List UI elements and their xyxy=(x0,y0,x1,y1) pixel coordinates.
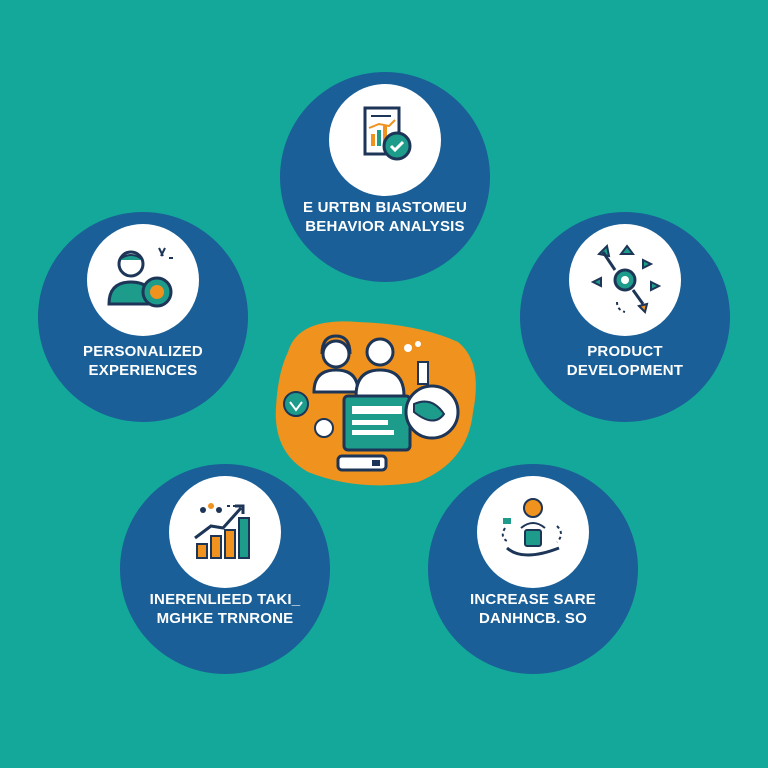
node-label: PRODUCT DEVELOPMENT xyxy=(530,342,720,380)
icon-disc xyxy=(329,84,441,196)
label-line-1: PERSONALIZED xyxy=(83,343,203,360)
label-line-1: PRODUCT xyxy=(587,343,663,360)
icon-disc xyxy=(477,476,589,588)
node-product-development: PRODUCT DEVELOPMENT xyxy=(520,212,730,422)
label-line-2: MGHKE TRNRONE xyxy=(156,610,294,627)
node-label: INCREASE SARE DANHNCB. SO xyxy=(438,590,628,628)
person-badge-icon xyxy=(107,247,173,308)
icon-disc xyxy=(569,224,681,336)
node-label: E URTBN BIASTOMEU BEHAVIOR ANALYSIS xyxy=(290,198,480,236)
node-label: INERENLIEED TAKI_ MGHKE TRNRONE xyxy=(130,590,320,628)
central-hub xyxy=(268,312,480,490)
arrows-network-icon xyxy=(590,243,662,314)
label-line-2: DEVELOPMENT xyxy=(566,362,684,379)
node-personalized-experiences: PERSONALIZED EXPERIENCES xyxy=(38,212,248,422)
label-line-2: EXPERIENCES xyxy=(88,362,198,379)
person-hand-icon xyxy=(501,498,562,557)
label-line-1: INERENLIEED TAKI_ xyxy=(149,591,301,608)
label-line-1: INCREASE SARE xyxy=(470,591,596,608)
label-line-2: DANHNCB. SO xyxy=(478,610,588,627)
label-line-2: BEHAVIOR ANALYSIS xyxy=(305,218,465,235)
node-bottom-right: INCREASE SARE DANHNCB. SO xyxy=(428,464,638,674)
customers-device-icon xyxy=(275,321,476,486)
report-chart-icon xyxy=(363,106,412,161)
growth-chart-icon xyxy=(194,503,250,559)
icon-disc xyxy=(169,476,281,588)
node-customer-behavior-analysis: E URTBN BIASTOMEU BEHAVIOR ANALYSIS xyxy=(280,72,490,282)
node-bottom-left: INERENLIEED TAKI_ MGHKE TRNRONE xyxy=(120,464,330,674)
icon-disc xyxy=(87,224,199,336)
node-label: PERSONALIZED EXPERIENCES xyxy=(48,342,238,380)
label-line-1: E URTBN BIASTOMEU xyxy=(303,199,467,216)
